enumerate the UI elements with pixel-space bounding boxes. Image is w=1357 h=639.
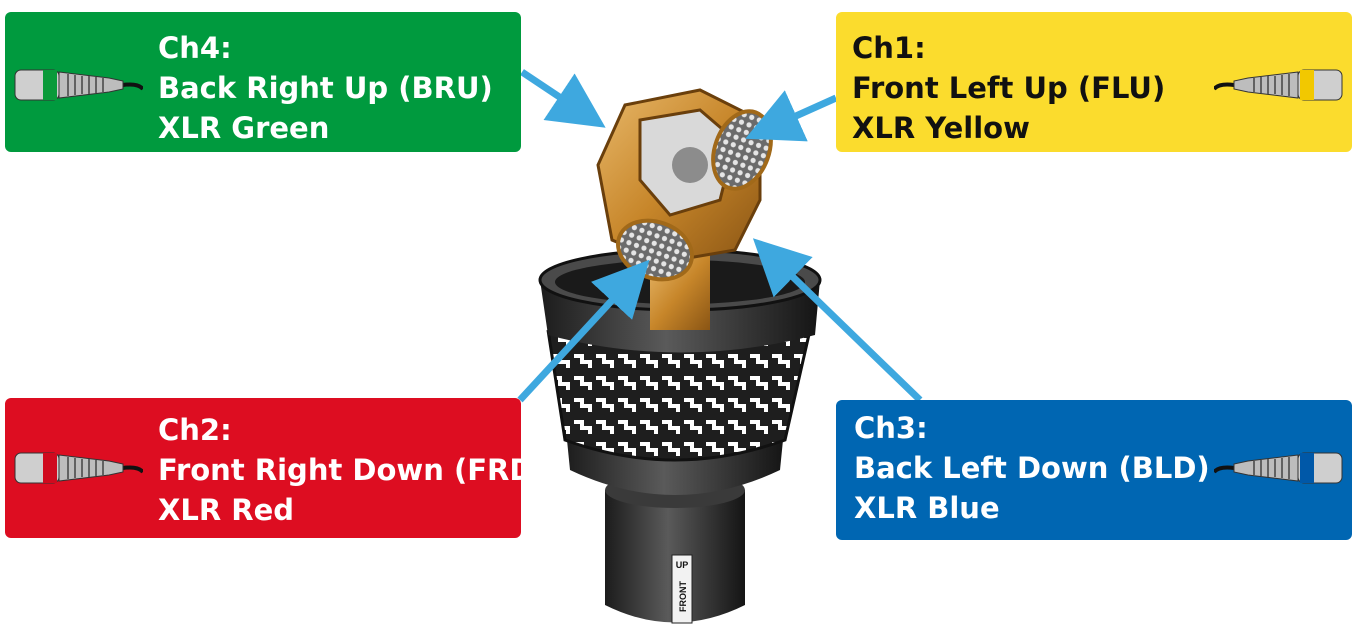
channel-box-ch4: Ch4: Back Right Up (BRU) XLR Green	[5, 12, 521, 152]
channel-name: Front Left Up (FLU)	[852, 71, 1166, 105]
channel-number: Ch1:	[852, 31, 926, 65]
xlr-color: XLR Blue	[854, 491, 1000, 525]
xlr-plug-icon	[14, 452, 143, 484]
channel-name: Back Left Down (BLD)	[854, 451, 1210, 485]
channel-box-ch1: Ch1: Front Left Up (FLU) XLR Yellow	[836, 12, 1352, 152]
up-label: UP	[676, 560, 689, 570]
arrow-icon	[517, 259, 650, 403]
front-label: FRONT	[678, 581, 688, 612]
xlr-plug-icon	[14, 69, 143, 101]
channel-number: Ch4:	[158, 31, 232, 65]
arrow-icon	[752, 238, 923, 403]
microphone-icon	[538, 88, 822, 624]
xlr-color: XLR Red	[158, 493, 295, 527]
channel-box-ch2: Ch2: Front Right Down (FRD) XLR Red	[5, 398, 547, 538]
xlr-plug-icon	[1214, 452, 1343, 484]
channel-name: Back Right Up (BRU)	[158, 71, 493, 105]
channel-name: Front Right Down (FRD)	[158, 453, 547, 487]
xlr-color: XLR Green	[158, 111, 330, 145]
channel-number: Ch3:	[854, 411, 928, 445]
xlr-color: XLR Yellow	[852, 111, 1030, 145]
arrow-icon	[520, 69, 606, 128]
xlr-plug-icon	[1214, 69, 1343, 101]
channel-number: Ch2:	[158, 413, 232, 447]
channel-box-ch3: Ch3: Back Left Down (BLD) XLR Blue	[836, 400, 1352, 540]
arrow-icon	[745, 90, 838, 142]
